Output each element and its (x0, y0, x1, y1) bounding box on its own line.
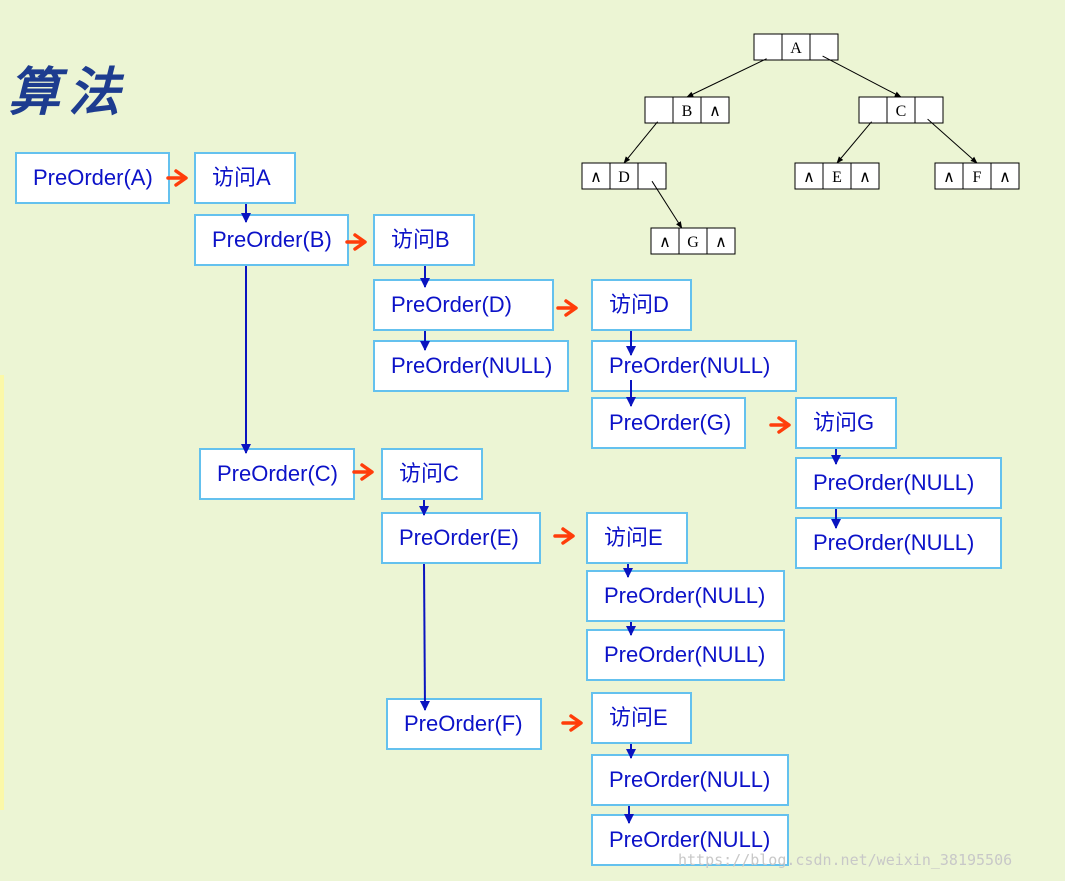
page-title: 算法 (8, 62, 129, 123)
tree-node-a: A (753, 33, 839, 61)
watermark-text: https://blog.csdn.net/weixin_38195506 (678, 851, 1013, 869)
trace-box-preorder-null: PreOrder(NULL) (591, 340, 797, 392)
trace-box-preorder-null: PreOrder(NULL) (591, 814, 789, 866)
visit-arrow-b (345, 233, 367, 251)
tree-edge-d-g (651, 180, 683, 229)
trace-box-visit-d: 访问D (591, 279, 692, 331)
tree-node-f: ∧ F ∧ (934, 162, 1020, 190)
trace-box-preorder-d: PreOrder(D) (373, 279, 554, 331)
tree-node-left-pointer: ∧ (803, 169, 815, 186)
visit-arrow-g (769, 416, 791, 434)
tree-node-left-pointer: ∧ (659, 234, 671, 251)
trace-box-preorder-f: PreOrder(F) (386, 698, 542, 750)
visit-arrow-a (166, 169, 188, 187)
trace-box-preorder-null: PreOrder(NULL) (795, 457, 1002, 509)
tree-node-g: ∧ G ∧ (650, 227, 736, 255)
tree-node-d: ∧D (581, 162, 667, 190)
trace-box-preorder-null: PreOrder(NULL) (591, 754, 789, 806)
visit-arrow-f (561, 714, 583, 732)
trace-box-visit-c: 访问C (381, 448, 483, 500)
tree-edge-c-f (927, 118, 978, 164)
flow-arrow-e-to-f (419, 563, 430, 711)
trace-box-preorder-null: PreOrder(NULL) (795, 517, 1002, 569)
visit-arrow-c (352, 463, 374, 481)
trace-box-visit-f: 访问E (591, 692, 692, 744)
tree-node-value: E (832, 169, 842, 186)
visit-arrow-e (553, 527, 575, 545)
tree-node-left-pointer: ∧ (590, 169, 602, 186)
trace-box-visit-e: 访问E (586, 512, 688, 564)
tree-node-b: B∧ (644, 96, 730, 124)
visit-arrow-d (556, 299, 578, 317)
trace-box-preorder-c: PreOrder(C) (199, 448, 355, 500)
trace-box-visit-b: 访问B (373, 214, 475, 266)
tree-edge-b-d (623, 121, 658, 164)
tree-edge-a-b (686, 58, 767, 98)
tree-node-left-pointer: ∧ (943, 169, 955, 186)
tree-node-right-pointer: ∧ (859, 169, 871, 186)
tree-node-value: B (682, 103, 693, 120)
tree-node-value: F (973, 169, 982, 186)
tree-node-e: ∧ E ∧ (794, 162, 880, 190)
trace-box-preorder-e: PreOrder(E) (381, 512, 541, 564)
tree-node-right-pointer: ∧ (999, 169, 1011, 186)
tree-node-value: A (790, 40, 802, 57)
trace-box-preorder-b: PreOrder(B) (194, 214, 349, 266)
tree-node-value: D (618, 169, 630, 186)
tree-edge-c-e (836, 121, 872, 164)
tree-node-right-pointer: ∧ (709, 103, 721, 120)
tree-node-right-pointer: ∧ (715, 234, 727, 251)
trace-box-preorder-null: PreOrder(NULL) (586, 570, 785, 622)
tree-node-c: C (858, 96, 944, 124)
tree-node-value: G (687, 234, 699, 251)
trace-box-visit-g: 访问G (795, 397, 897, 449)
trace-box-preorder-a: PreOrder(A) (15, 152, 170, 204)
tree-edge-a-c (822, 55, 902, 98)
trace-box-preorder-null: PreOrder(NULL) (586, 629, 785, 681)
tree-node-value: C (896, 103, 907, 120)
trace-box-preorder-g: PreOrder(G) (591, 397, 746, 449)
side-accent-bar (0, 375, 4, 810)
trace-box-preorder-null: PreOrder(NULL) (373, 340, 569, 392)
trace-box-visit-a: 访问A (194, 152, 296, 204)
